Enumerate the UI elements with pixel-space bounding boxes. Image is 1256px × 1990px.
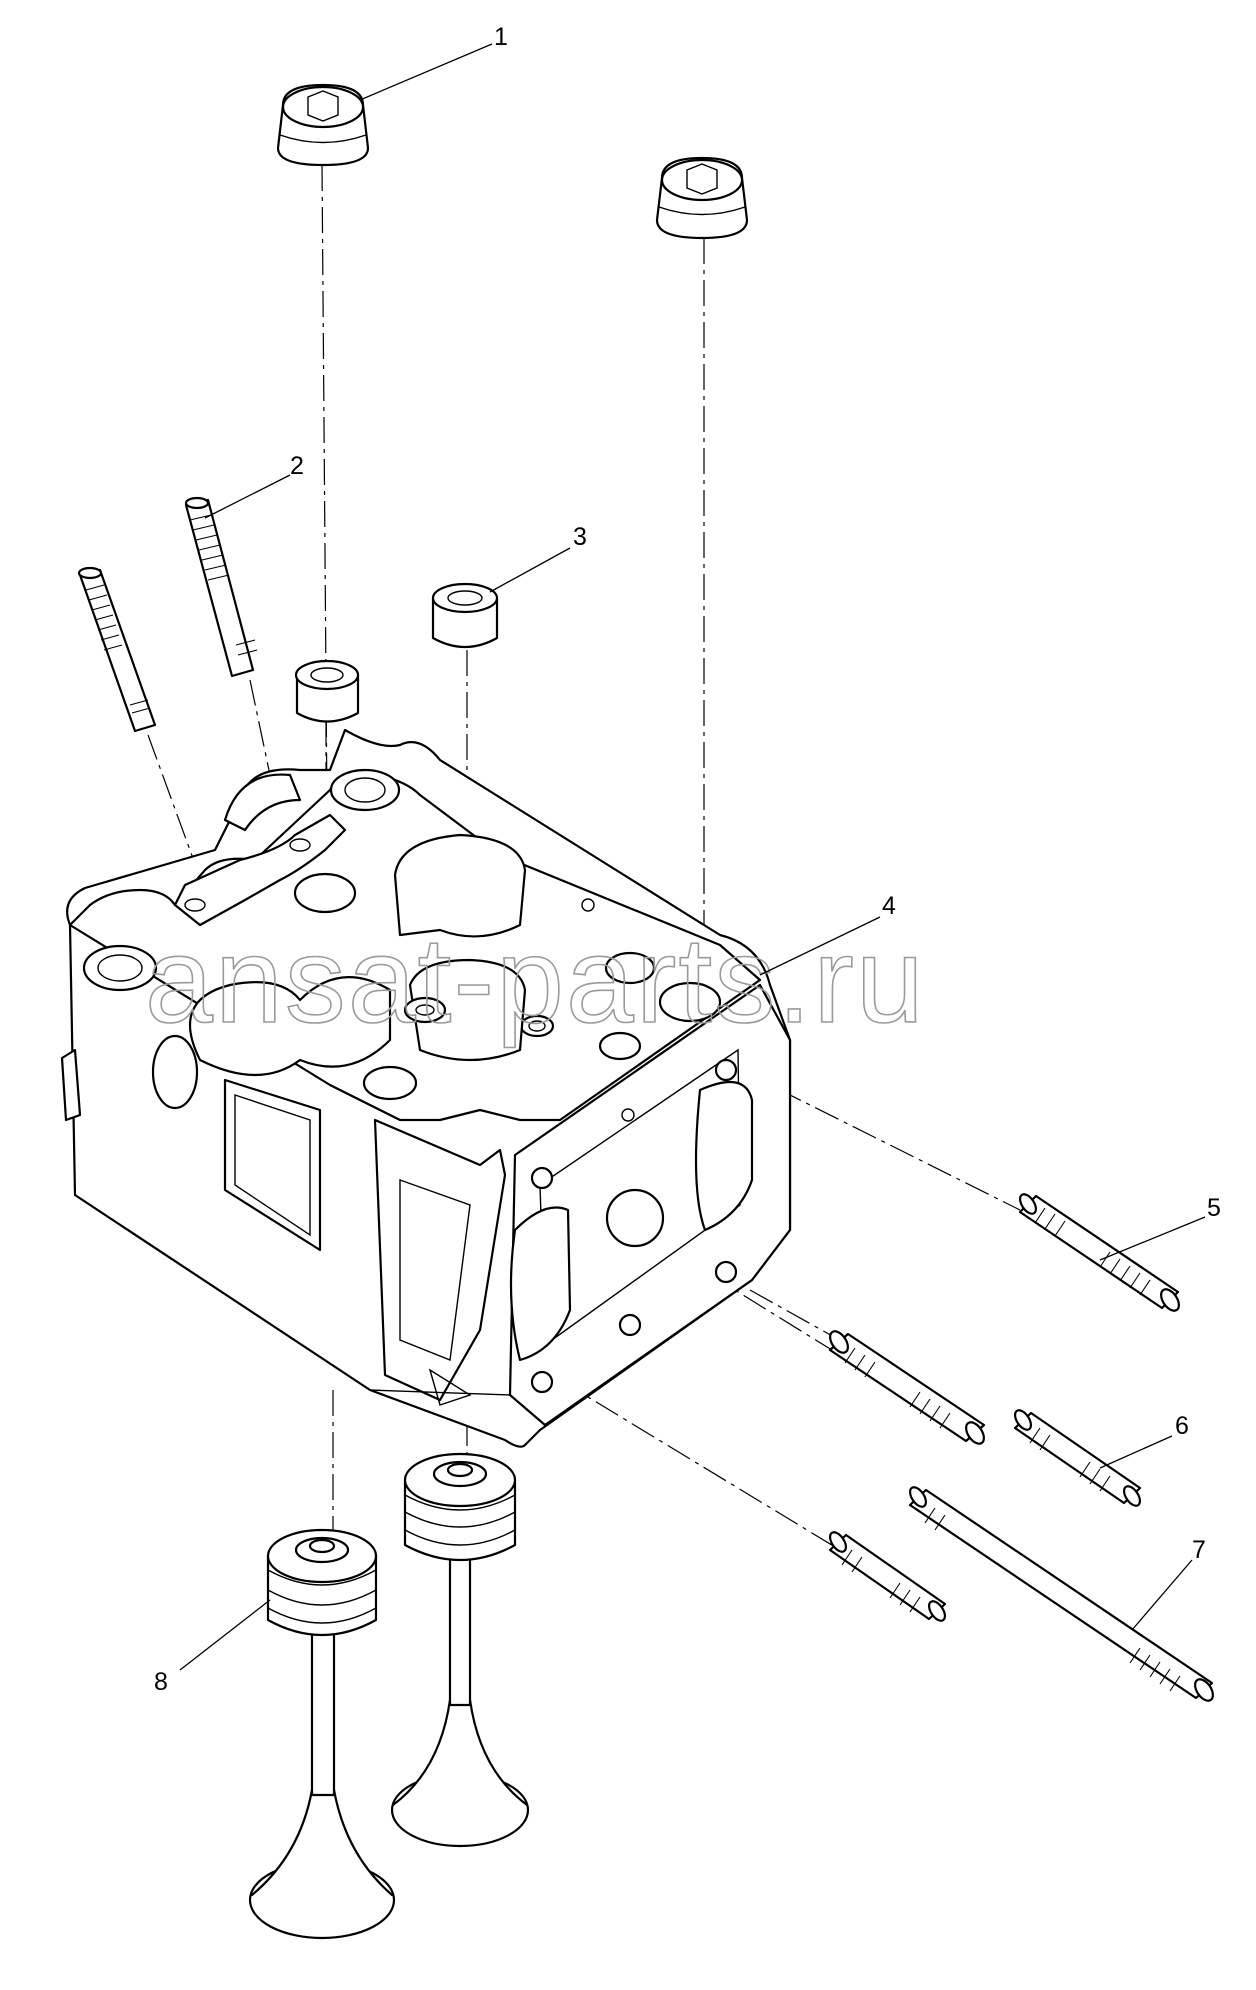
callout-7: 7 — [1192, 1536, 1206, 1564]
callout-2: 2 — [290, 452, 304, 480]
valve-right — [390, 1452, 530, 1848]
hex-plug-right — [655, 156, 749, 240]
flange-stud-6a — [828, 1330, 986, 1445]
sleeve-left — [294, 659, 360, 723]
cylinder-head — [60, 728, 792, 1448]
callout-1: 1 — [494, 23, 508, 51]
stud-right — [184, 496, 258, 678]
callout-8: 8 — [154, 1668, 168, 1696]
flange-stud-5 — [1018, 1193, 1180, 1312]
sleeve-right — [431, 582, 499, 648]
callout-6: 6 — [1175, 1412, 1189, 1440]
hex-plug-left — [276, 83, 370, 167]
watermark-text: ansat-parts.ru — [145, 912, 926, 1048]
flange-stud-6b — [1013, 1409, 1142, 1507]
callout-labels: 1 2 3 4 5 6 7 8 — [154, 23, 1221, 1696]
flange-stud-6c — [828, 1531, 947, 1622]
callout-3: 3 — [573, 523, 587, 551]
valve-left — [248, 1528, 396, 1940]
stud-left — [77, 566, 157, 733]
callout-4: 4 — [882, 892, 896, 920]
callout-leaders — [179, 43, 1206, 1671]
callout-5: 5 — [1207, 1194, 1221, 1222]
long-stud-7 — [908, 1486, 1214, 1702]
